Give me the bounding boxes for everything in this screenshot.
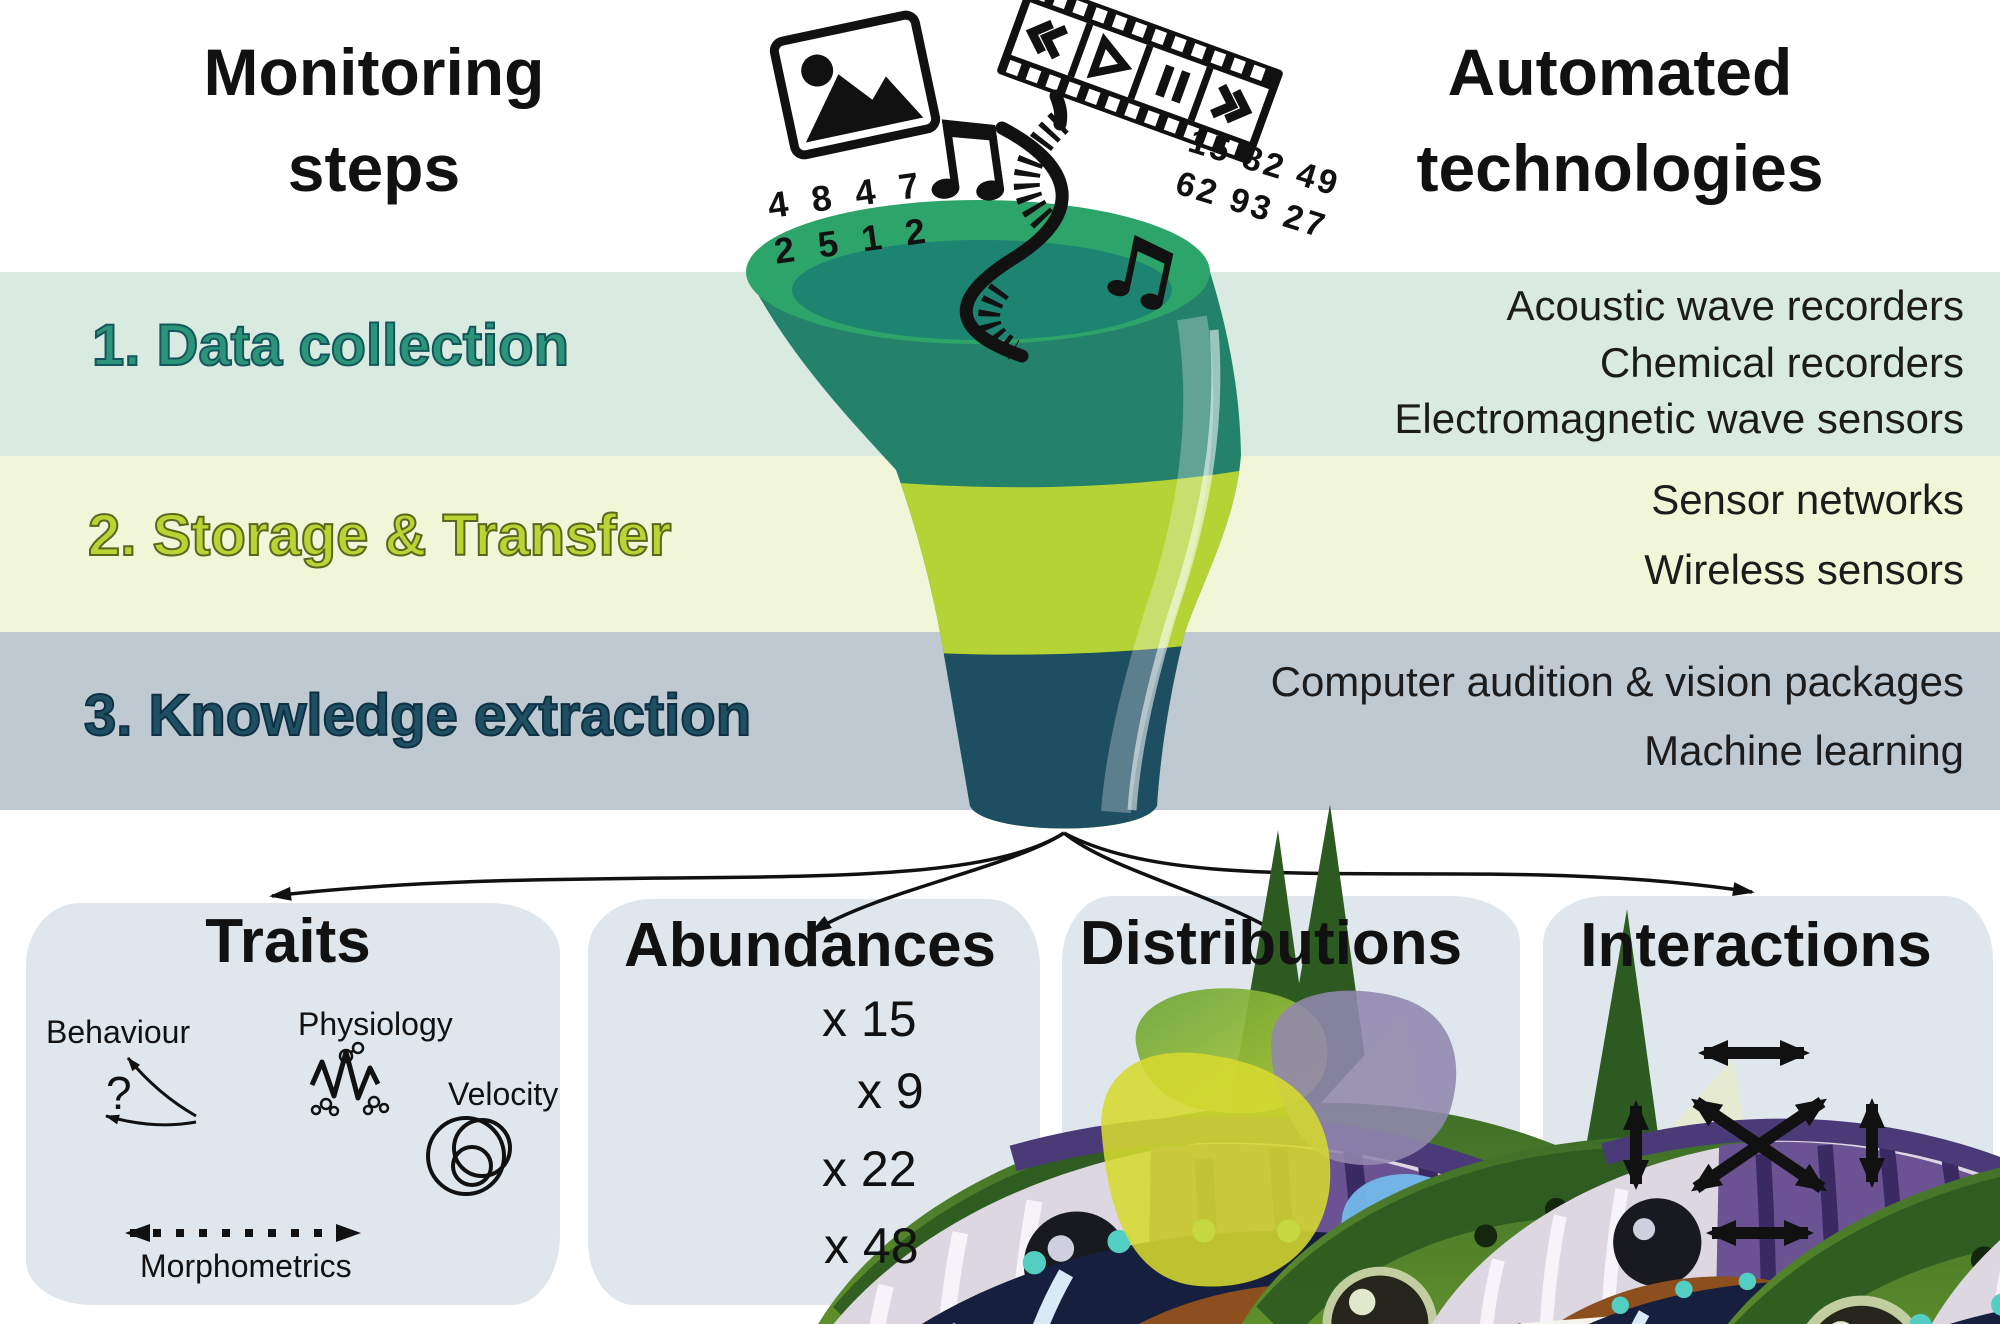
heading-line: technologies [1416,131,1824,205]
physiology-label: Physiology [298,1006,453,1042]
tech-machine-learning: Machine learning [1644,727,1964,774]
count-pufferfish: x 15 [822,991,917,1047]
step-label-data-collection: 1. Data collection [91,312,570,379]
interactions-artwork [1623,880,2000,1324]
arrow-to-abundances [809,831,1065,934]
tech-chemical-recorders: Chemical recorders [1599,339,1964,386]
traits-artwork [105,802,2000,1324]
step-label-knowledge-extraction: 3. Knowledge extraction [83,682,752,749]
count-angelfish: x 22 [822,1141,917,1197]
distributions-title: Distributions [1079,909,1463,978]
question-mark-label: ? [106,1067,132,1119]
arrow-to-interactions [1063,831,1755,897]
tech-sensor-networks: Sensor networks [1651,476,1964,523]
tech-electromagnetic-wave-sensors: Electromagnetic wave sensors [1394,395,1964,442]
traits-title: Traits [205,907,371,976]
velocity-icon [426,1116,512,1196]
funnel [746,200,1241,829]
tech-wireless-sensors: Wireless sensors [1644,546,1964,593]
film-strip-icon [997,0,1283,165]
velocity-label: Velocity [448,1076,559,1112]
tech-computer-audition-vision: Computer audition & vision packages [1270,658,1964,705]
arrow-to-traits [269,831,1065,901]
heading-line: steps [287,131,461,205]
heading-line: Automated [1447,35,1793,109]
heading-monitoring-steps: Monitoring steps [74,24,674,216]
tech-acoustic-wave-recorders: Acoustic wave recorders [1506,282,1964,329]
funnel-output-arrows [269,831,1755,936]
yellow-range-blob [1101,1052,1331,1287]
abundances-title: Abundances [623,911,997,980]
heading-line: Monitoring [203,35,545,109]
music-note-icon [931,119,1005,201]
count-tang: x 9 [857,1063,924,1119]
arrow-to-distributions [1062,831,1283,936]
heading-automated-technologies: Automated technologies [1320,24,1920,216]
distributions-artwork [1101,908,2000,1324]
behaviour-arrows [105,1057,197,1127]
interactions-title: Interactions [1580,911,1932,980]
behaviour-label: Behaviour [46,1014,191,1050]
step-label-storage-transfer: 2. Storage & Transfer [87,502,672,569]
dna-icon [959,89,1069,363]
music-note-icon [1107,234,1174,310]
physiology-icon [309,1041,390,1117]
interaction-arrows [1623,1040,1885,1246]
morphometrics-label: Morphometrics [140,1248,352,1284]
count-butterflyfish: x 48 [824,1218,919,1274]
photo-icon [769,10,941,160]
